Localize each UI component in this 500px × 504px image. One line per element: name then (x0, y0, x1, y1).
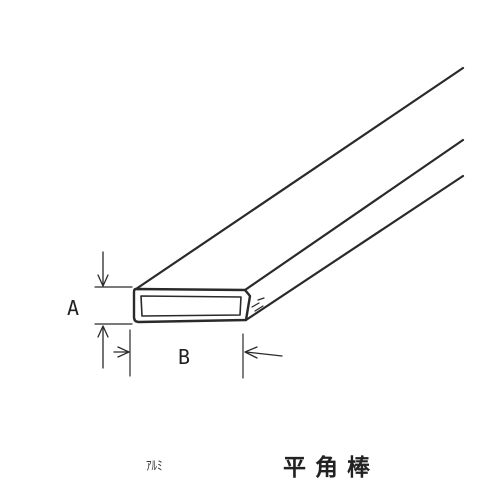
cross-section-outer (132, 287, 252, 324)
material-label: ｱﾙﾐ (146, 459, 163, 474)
bar-bottom-edge (244, 174, 465, 322)
dim-a-arrowhead-bottom (97, 325, 109, 338)
corner-hatch (251, 297, 265, 312)
cross-section-inner (140, 295, 242, 317)
dim-b-arrow-right-line (245, 351, 283, 357)
dimension-a-label: A (67, 296, 80, 320)
bar-top-front-edge (243, 138, 465, 292)
dim-a-arrowhead-top (97, 274, 109, 287)
dimension-b-label: B (178, 345, 191, 369)
dim-b-arrowhead-right (244, 346, 258, 359)
product-name: 平角棒 (283, 454, 379, 481)
bar-top-back-edge (134, 66, 465, 291)
dim-b-arrowhead-left (117, 346, 130, 358)
